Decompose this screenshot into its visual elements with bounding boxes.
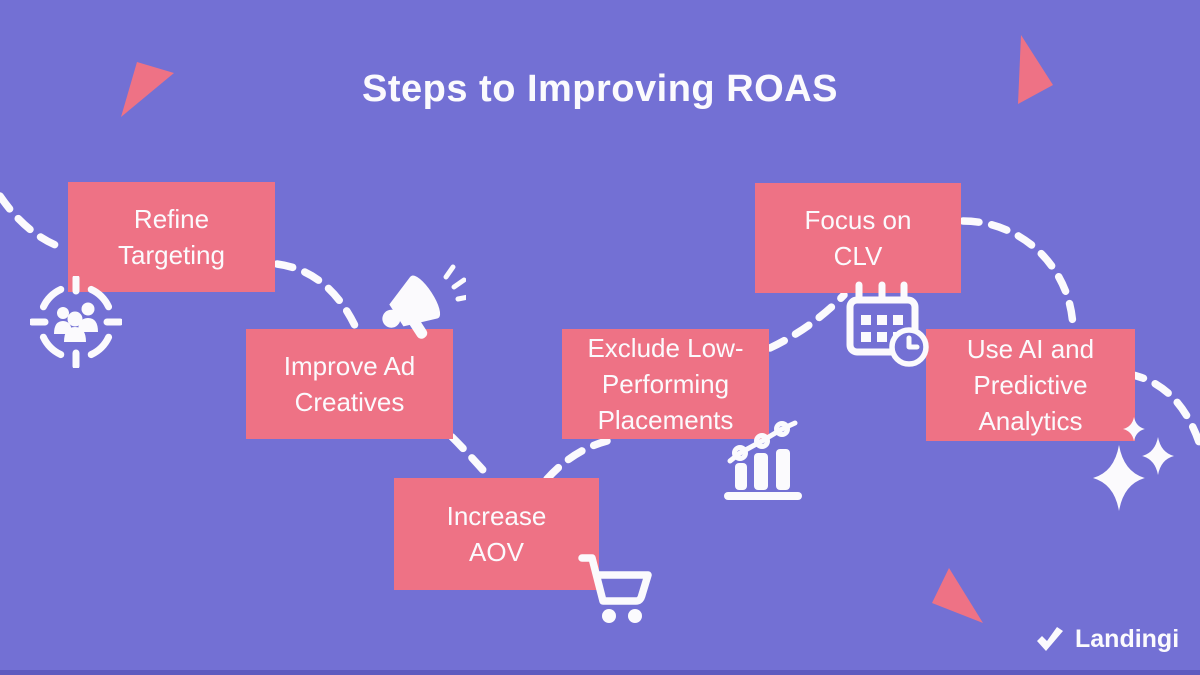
sparkles-icon (1093, 417, 1174, 511)
target-audience-icon (30, 276, 122, 368)
step-box-refine-targeting: Refine Targeting (68, 182, 275, 292)
megaphone-icon (382, 264, 466, 339)
step-box-increase-aov: Increase AOV (394, 478, 599, 590)
connector-7 (1124, 370, 1200, 446)
step-box-exclude-low-performing-placements: Exclude Low- Performing Placements (562, 329, 769, 439)
connector-5 (766, 291, 848, 352)
footer-strip (0, 670, 1200, 675)
step-label: Focus on CLV (804, 205, 912, 271)
decor-triangle-bottom-right (932, 568, 983, 623)
calendar-clock-icon (846, 281, 929, 367)
step-box-use-ai-predictive-analytics: Use AI and Predictive Analytics (926, 329, 1135, 441)
decor-triangle-top-right (1018, 35, 1053, 104)
connector-6 (959, 217, 1077, 335)
connector-2 (273, 260, 361, 334)
decor-triangle-top-left (121, 62, 174, 117)
landingi-logo-mark-icon (1037, 627, 1063, 651)
step-box-improve-ad-creatives: Improve Ad Creatives (246, 329, 453, 439)
landingi-logo-text: Landingi (1075, 624, 1180, 653)
landingi-logo: Landingi (1035, 624, 1179, 654)
step-label: Exclude Low- Performing Placements (587, 333, 744, 435)
bar-chart-trend-icon (724, 420, 802, 500)
connector-4 (543, 437, 611, 483)
connector-1 (0, 192, 70, 253)
step-label: Use AI and Predictive Analytics (966, 334, 1095, 436)
connector-3 (448, 433, 495, 483)
step-label: Refine Targeting (118, 204, 225, 270)
step-label: Increase AOV (446, 501, 547, 567)
step-box-focus-on-clv: Focus on CLV (755, 183, 961, 293)
page-title: Steps to Improving ROAS (362, 68, 838, 110)
shopping-cart-icon (578, 554, 652, 623)
step-label: Improve Ad Creatives (283, 351, 416, 417)
